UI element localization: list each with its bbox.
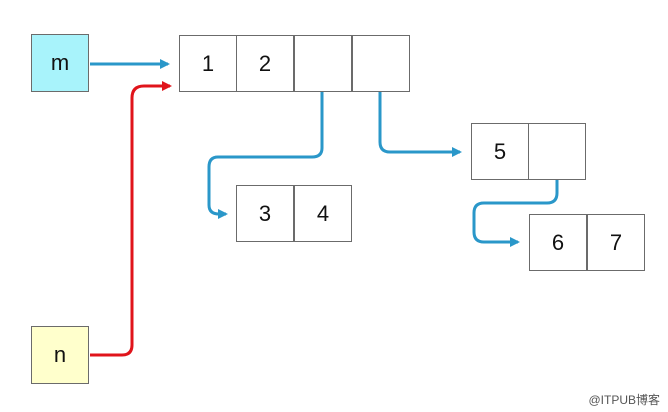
list-cell: 5 bbox=[471, 123, 529, 180]
list-cell: 3 bbox=[236, 185, 294, 242]
list-cell: 7 bbox=[587, 214, 645, 271]
arrow-cell-to-list-67 bbox=[472, 152, 559, 247]
variable-n-label: n bbox=[53, 342, 67, 367]
list-cell: 6 bbox=[529, 214, 587, 271]
cell-value: 4 bbox=[316, 200, 330, 226]
cell-value: 1 bbox=[201, 50, 215, 76]
cell-value: 7 bbox=[609, 229, 623, 255]
cell-value: 5 bbox=[493, 138, 507, 164]
arrow-cell4-to-list-5 bbox=[378, 66, 462, 157]
list-cell-reference bbox=[352, 35, 410, 92]
list-cell-reference bbox=[528, 123, 586, 180]
list-cell-reference bbox=[294, 35, 352, 92]
cell-value: 3 bbox=[258, 200, 272, 226]
watermark: @ITPUB博客 bbox=[588, 393, 660, 407]
variable-m: m bbox=[31, 34, 89, 92]
arrow-n-to-list bbox=[90, 81, 172, 357]
cell-value: 2 bbox=[258, 50, 272, 76]
variable-n: n bbox=[31, 326, 89, 384]
variable-m-label: m bbox=[50, 50, 70, 75]
list-cell: 2 bbox=[236, 35, 294, 92]
cell-value: 6 bbox=[551, 229, 565, 255]
list-cell: 4 bbox=[294, 185, 352, 242]
arrow-cell3-to-list-34 bbox=[207, 66, 324, 219]
list-cell: 1 bbox=[179, 35, 237, 92]
